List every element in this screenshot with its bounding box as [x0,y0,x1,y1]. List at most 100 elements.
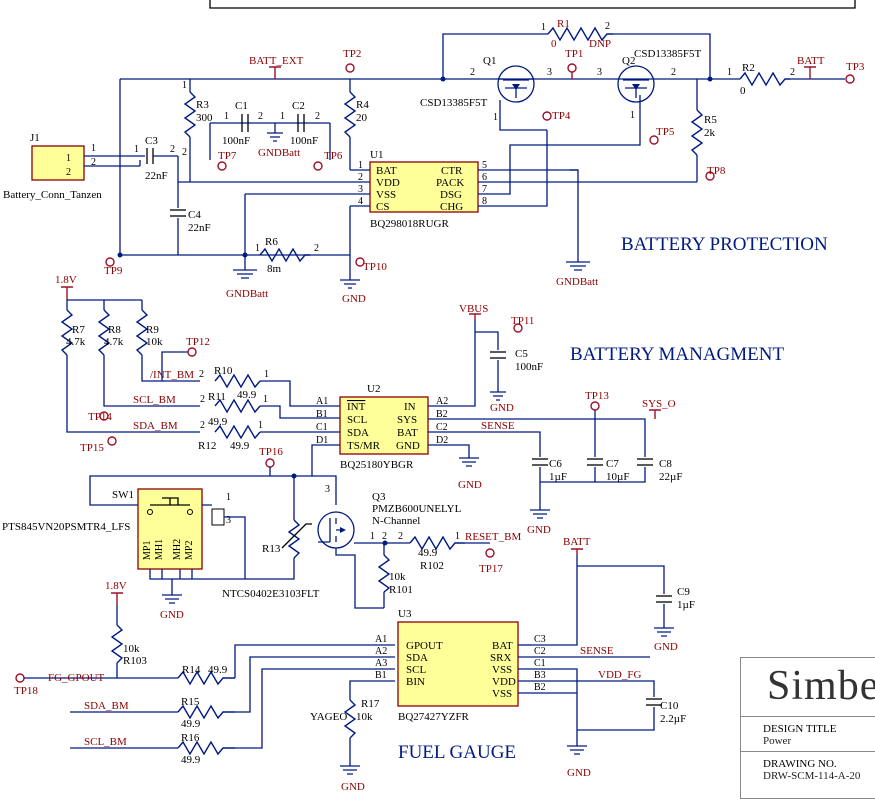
q1-value: CSD13385F5T [420,97,488,109]
svg-text:B2: B2 [436,409,448,420]
svg-text:4: 4 [358,196,363,207]
resistor-r6 [259,247,310,263]
gnd-symbol-c6 [530,509,550,519]
wire-chg [478,130,548,207]
tp8-circle [705,171,715,181]
svg-text:D1: D1 [316,435,328,446]
svg-text:SCL: SCL [347,414,367,426]
r7-ref: R7 [72,324,85,336]
u1-value: BQ298018RUGR [370,218,450,230]
svg-text:A3: A3 [375,658,387,669]
r8-value: 4.7k [104,336,124,348]
r11-value: 49.9 [208,416,228,428]
svg-text:2: 2 [671,67,676,78]
c1-value: 100nF [222,135,250,147]
r16-value: 49.9 [181,754,201,766]
svg-text:GPOUT: GPOUT [406,640,443,652]
tp15-label: TP15 [80,442,104,454]
svg-text:IN: IN [404,401,416,413]
tp6-label: TP6 [324,150,343,162]
sheet-frame [209,0,856,9]
c2-ref: C2 [292,100,305,112]
svg-text:1: 1 [226,492,231,503]
r14-value: 49.9 [208,664,228,676]
tp4-label: TP4 [552,110,571,122]
net-batt-ext: BATT_EXT [249,55,304,67]
tp7-circle [217,161,227,171]
svg-text:2: 2 [314,243,319,254]
gnd-label-c6: GND [527,524,551,536]
r6-value: 8m [267,263,282,275]
tp3-label: TP3 [846,61,865,73]
r9-ref: R9 [146,324,159,336]
u3-value: BQ27427YZFR [398,711,470,723]
svg-text:TS/MR: TS/MR [347,440,381,452]
svg-text:1: 1 [224,111,229,122]
svg-text:C2: C2 [436,422,448,433]
svg-text:GND: GND [396,440,420,452]
q2-ref: Q2 [622,55,635,67]
tp12-label: TP12 [186,336,210,348]
r10-ref: R10 [214,365,233,377]
svg-text:1: 1 [370,531,375,542]
tp11-label: TP11 [511,315,534,327]
tp16-circle [265,458,275,468]
title-battery-management: BATTERY MANAGMENT [570,344,784,365]
r9-value: 10k [146,336,163,348]
thermistor-r13 [287,519,301,559]
c8-value: 22µF [659,471,682,483]
tp17-label: TP17 [479,563,503,575]
resistor-r17 [343,699,357,739]
tp1-label: TP1 [565,48,583,60]
net-scl-bm-2: SCL_BM [84,736,127,748]
sw1-value: PTS845VN20PSMTR4_LFS [2,521,130,533]
svg-text:2: 2 [358,172,363,183]
r103-value: 10k [123,643,140,655]
gnd-label-c5: GND [490,402,514,414]
svg-text:1: 1 [263,394,268,405]
c2-value: 100nF [290,135,318,147]
tp9-circle [105,257,115,267]
svg-text:2: 2 [258,111,263,122]
resistor-r14 [177,670,235,686]
svg-text:2: 2 [200,394,205,405]
svg-text:1: 1 [91,143,96,154]
net-sense: SENSE [481,420,515,432]
resistor-r102 [409,535,465,551]
tp18-circle [15,673,25,683]
tp1-circle [567,63,577,73]
r103-ref: R103 [123,655,147,667]
r6-ref: R6 [265,236,278,248]
svg-text:2: 2 [790,67,795,78]
r15-ref: R15 [181,696,200,708]
gndbatt-symbol-r6 [233,269,257,279]
r102-ref: R102 [420,560,444,572]
svg-text:1: 1 [727,67,732,78]
c9-value: 1µF [677,599,695,611]
wire-r1-right [613,33,711,79]
svg-text:VSS: VSS [492,664,512,676]
tp10-circle [355,257,365,267]
resistor-r7 [60,309,74,356]
resistor-r2 [739,71,790,87]
r10-value: 49.9 [237,389,257,401]
svg-text:1: 1 [455,531,460,542]
svg-text:1: 1 [255,243,260,254]
drawing-no-label: DRAWING NO. [763,758,837,770]
c4-value: 22nF [188,222,211,234]
c9-ref: C9 [677,586,690,598]
svg-text:3: 3 [325,484,330,495]
tp12-circle [187,347,197,357]
resistor-r16 [177,740,235,756]
net-1v8-b: 1.8V [105,580,127,592]
svg-text:SRX: SRX [490,652,511,664]
r17-ref: R17 [361,698,380,710]
svg-text:C1: C1 [316,422,328,433]
svg-text:2: 2 [199,369,204,380]
r12-value: 49.9 [230,440,250,452]
svg-text:CTR: CTR [441,165,463,177]
gnd-symbol-r17 [340,765,360,775]
gnd-symbol-sw1 [162,594,182,604]
title-block: Simbe DESIGN TITLE Power DRAWING NO. DRW… [740,657,875,799]
svg-text:MH1: MH1 [154,539,165,560]
